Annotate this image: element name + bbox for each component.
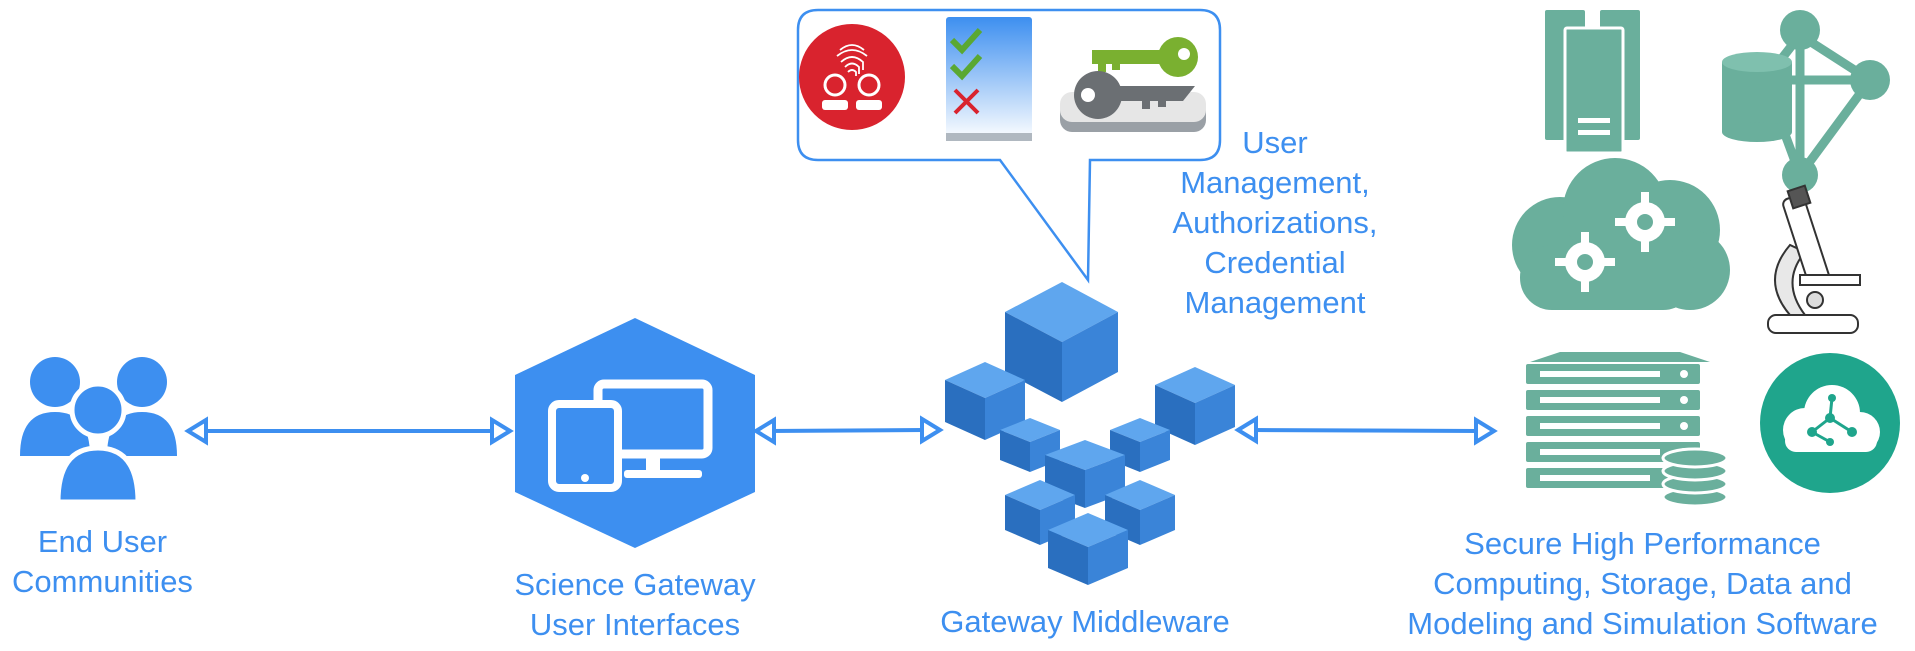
user-management-line-1: User <box>1242 125 1308 160</box>
science-gateway-label-line-2: User Interfaces <box>529 607 741 642</box>
science-gateway-label: Science Gateway User Interfaces <box>480 565 790 645</box>
user-management-line-5: Management <box>1184 285 1366 320</box>
arrow-middleware-resources <box>1249 428 1481 433</box>
cloud-molecule-icon <box>1760 353 1900 493</box>
user-management-line-3: Authorizations, <box>1172 205 1378 240</box>
user-group-icon <box>20 357 177 505</box>
cubes-icon <box>945 282 1235 585</box>
keys-icon <box>1060 37 1206 132</box>
resources-label-line-2: Computing, Storage, Data and <box>1433 566 1852 601</box>
server-towers-icon <box>1545 10 1640 155</box>
arrow-gateway-middleware <box>767 428 926 433</box>
user-management-line-2: Management, <box>1180 165 1370 200</box>
checklist-icon <box>946 17 1032 141</box>
resources-label-line-3: Modeling and Simulation Software <box>1407 606 1878 641</box>
end-user-label: End User Communities <box>0 522 205 602</box>
microscope-icon <box>1767 184 1861 334</box>
middleware-label-text: Gateway Middleware <box>940 604 1230 639</box>
user-management-line-4: Credential <box>1204 245 1346 280</box>
middleware-label: Gateway Middleware <box>910 602 1260 642</box>
end-user-label-line-1: End User <box>37 524 168 559</box>
science-gateway-label-line-1: Science Gateway <box>514 567 756 602</box>
resources-label-line-1: Secure High Performance <box>1464 526 1821 561</box>
connector-arrows <box>184 415 1498 446</box>
cloud-gears-icon <box>1512 158 1730 310</box>
devices-hexagon-icon <box>515 318 755 548</box>
end-user-label-line-2: Communities <box>12 564 193 599</box>
fingerprint-users-icon <box>799 24 905 130</box>
database-network-icon <box>1722 10 1890 193</box>
resources-label: Secure High Performance Computing, Stora… <box>1375 524 1910 644</box>
storage-rack-icon <box>1526 352 1729 508</box>
user-management-label: User Management, Authorizations, Credent… <box>1130 123 1420 323</box>
